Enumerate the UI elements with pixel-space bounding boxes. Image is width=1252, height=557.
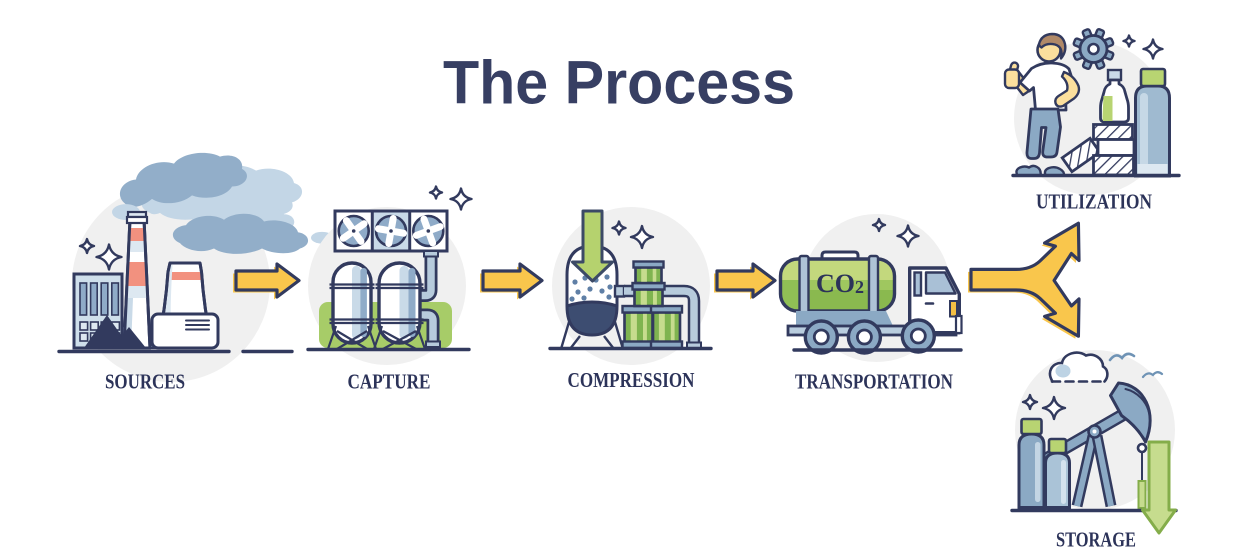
svg-text:UTILIZATION: UTILIZATION xyxy=(1036,190,1152,214)
svg-text:TRANSPORTATION: TRANSPORTATION xyxy=(795,370,953,394)
svg-text:SOURCES: SOURCES xyxy=(105,370,185,394)
svg-text:STORAGE: STORAGE xyxy=(1056,528,1136,552)
svg-text:COMPRESSION: COMPRESSION xyxy=(568,368,695,392)
svg-text:The Process: The Process xyxy=(443,49,795,118)
svg-text:CAPTURE: CAPTURE xyxy=(348,370,431,394)
